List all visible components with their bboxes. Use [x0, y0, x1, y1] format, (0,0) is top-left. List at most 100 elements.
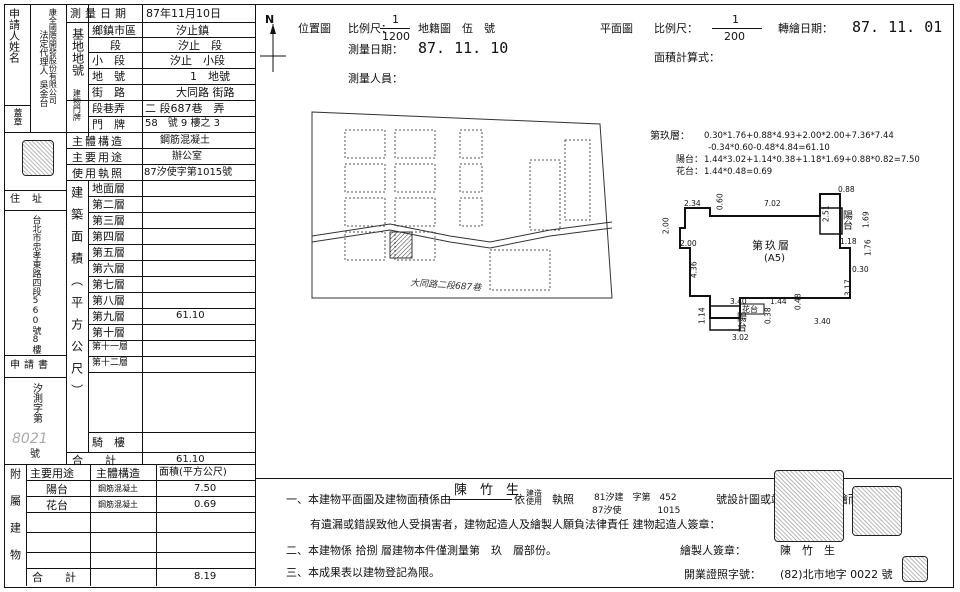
plan-balcony2-label: 陽台: [734, 312, 746, 332]
usage-value: 辦公室: [172, 151, 202, 162]
survey-date-value: 87年11月10日: [146, 7, 221, 20]
floor-row-label: 第十二層: [92, 358, 129, 368]
license-label: 使用執照: [72, 167, 124, 180]
drafter-sign-value: 陳 竹 生: [780, 544, 835, 557]
building-address-label: 建物門牌: [72, 89, 82, 121]
note3: 三、本成果表以建物登記為限。: [286, 566, 440, 579]
drawing-notes-divider: [256, 478, 952, 479]
section-value: 汐止 段: [178, 39, 222, 52]
representative-label: 法定代理人: [37, 30, 48, 75]
lot-value: 1 地號: [190, 70, 230, 83]
application-label: 申請書: [10, 360, 52, 371]
plan-dimension-label: 1.69: [861, 211, 871, 229]
annex-row-use: 花台: [46, 499, 68, 512]
base-location-label: 基地地號: [70, 28, 85, 76]
floor-row-label: 第四層: [92, 230, 125, 243]
page-frame: [4, 4, 954, 588]
plan-scale-label: 比例尺：: [654, 22, 698, 35]
total-value: 61.10: [176, 454, 205, 465]
calc-floor-line2: -0.34*0.60-0.48*4.84=61.10: [708, 143, 830, 153]
annex-row-area: 7.50: [194, 483, 217, 494]
plan-planter-label: 花台: [742, 305, 758, 314]
note1-part-a: 一、本建物平面圖及建物面積係由: [286, 493, 451, 506]
note2: 二、本建物係 拾捌 層建物本件僅測量第 玖 層部份。: [286, 544, 557, 557]
north-arrow-icon: [260, 24, 286, 72]
floor-row-label: 第三層: [92, 214, 125, 227]
note1-license: 81汐建 字第 452: [594, 493, 677, 503]
drafter-sign-label: 繪製人簽章：: [680, 544, 746, 557]
owner-seal: [852, 486, 902, 536]
plan-dimension-label: 1.44: [770, 297, 787, 306]
calc-balcony-label: 陽台：: [676, 155, 704, 165]
subsection-value: 汐止 小段: [170, 54, 225, 67]
seal-label: 蓋章: [11, 108, 22, 126]
transfer-date-value: 87. 11. 01: [852, 18, 943, 36]
plan-dimension-label: 0.88: [838, 185, 855, 194]
floor-row-label: 第二層: [92, 198, 125, 211]
floor-row-label: 第八層: [92, 294, 125, 307]
plan-dimension-label: 0.60: [715, 193, 725, 211]
calc-planter-label: 花台：: [676, 167, 704, 177]
note1-line2: 有遺漏或錯誤致他人受損害者，建物起造人及繪製人願負法律責任 建物起造人簽章：: [310, 518, 721, 531]
survey-date-label: 測量日期: [70, 7, 130, 20]
annex-row-structure: 鋼筋混凝土: [98, 500, 138, 509]
surveyor-label: 測量人員：: [348, 72, 403, 85]
plan-dimension-label: 3.02: [732, 333, 749, 342]
plan-scale-num: 1: [732, 13, 739, 26]
floor-row-label: 第六層: [92, 262, 125, 275]
plan-title: 第玖層: [752, 239, 791, 252]
plan-dimension-label: 2.34: [684, 199, 701, 208]
annex-header-use: 主要用途: [30, 467, 74, 480]
lane-label: 段巷弄: [92, 102, 125, 115]
district-value: 汐止鎮: [176, 24, 209, 37]
note1-part-c: 建造使用: [526, 489, 542, 506]
street-value: 大同路 街路: [176, 86, 235, 99]
annex-header-structure: 主體構造: [96, 467, 140, 480]
floor-plan: [679, 193, 851, 331]
application-number-prefix: 汐測字第: [30, 383, 42, 423]
calc-planter-formula: 1.44*0.48=0.69: [704, 167, 773, 177]
company-seal: [774, 470, 844, 542]
note1-part-d: 執照: [552, 493, 574, 506]
floor-row-label: 第九層: [92, 310, 125, 323]
location-sketch: [311, 111, 613, 299]
annex-row-use: 陽台: [46, 483, 68, 496]
lot-label: 地 號: [92, 70, 125, 83]
floor-row-label: 第五層: [92, 246, 125, 259]
district-label: 鄉鎮市區: [92, 24, 136, 37]
calc-floor-label: 第玖層：: [650, 131, 690, 142]
floor-row-label: 第十一層: [92, 342, 129, 352]
location-map-label: 位置圖: [298, 22, 331, 35]
applicant-seal: [22, 140, 54, 176]
plan-balcony-label: 陽台: [840, 210, 852, 230]
plan-label: 平面圖: [600, 22, 633, 35]
annex-label: 附屬建物: [8, 468, 22, 576]
plan-dimension-label: 3.40: [814, 317, 831, 326]
total-label: 合 計: [72, 454, 116, 467]
note1-license2: 87汐使 1015: [592, 506, 681, 516]
plan-scale-bar: [712, 28, 762, 29]
floor-row-label: 地面層: [92, 182, 125, 195]
building-area-label: 建築面積（平方公尺）: [69, 186, 84, 406]
plan-dimension-label: 1.76: [863, 239, 873, 257]
annex-row-area: 0.69: [194, 499, 217, 510]
floor9-area: 61.10: [176, 310, 205, 321]
map-number-stamp: [548, 8, 566, 44]
doorplate-value: 58 號 9 樓之 3: [145, 118, 220, 129]
address-label: 住址: [10, 194, 54, 205]
area-calc-label: 面積計算式：: [654, 51, 720, 64]
location-scale-label: 比例尺：: [348, 22, 392, 35]
transfer-date-label: 轉繪日期：: [778, 22, 833, 35]
survey-date-label: 測量日期：: [348, 43, 403, 56]
cert-value: (82)北市地字 0022 號: [780, 568, 893, 581]
plan-dimension-label: 1.18: [840, 237, 857, 246]
left-table-divider: [255, 4, 256, 586]
floor-row-label: 第七層: [92, 278, 125, 291]
application-number-suffix: 號: [30, 449, 40, 460]
survey-date-value: 87. 11. 10: [418, 39, 509, 57]
plan-dimension-label: 4.36: [689, 261, 699, 279]
annex-total-label: 合 計: [32, 571, 76, 584]
plan-dimension-label: 7.02: [764, 199, 781, 208]
plan-dimension-label: 3.17: [843, 279, 853, 297]
lane-value: 二 段687巷 弄: [145, 102, 225, 115]
